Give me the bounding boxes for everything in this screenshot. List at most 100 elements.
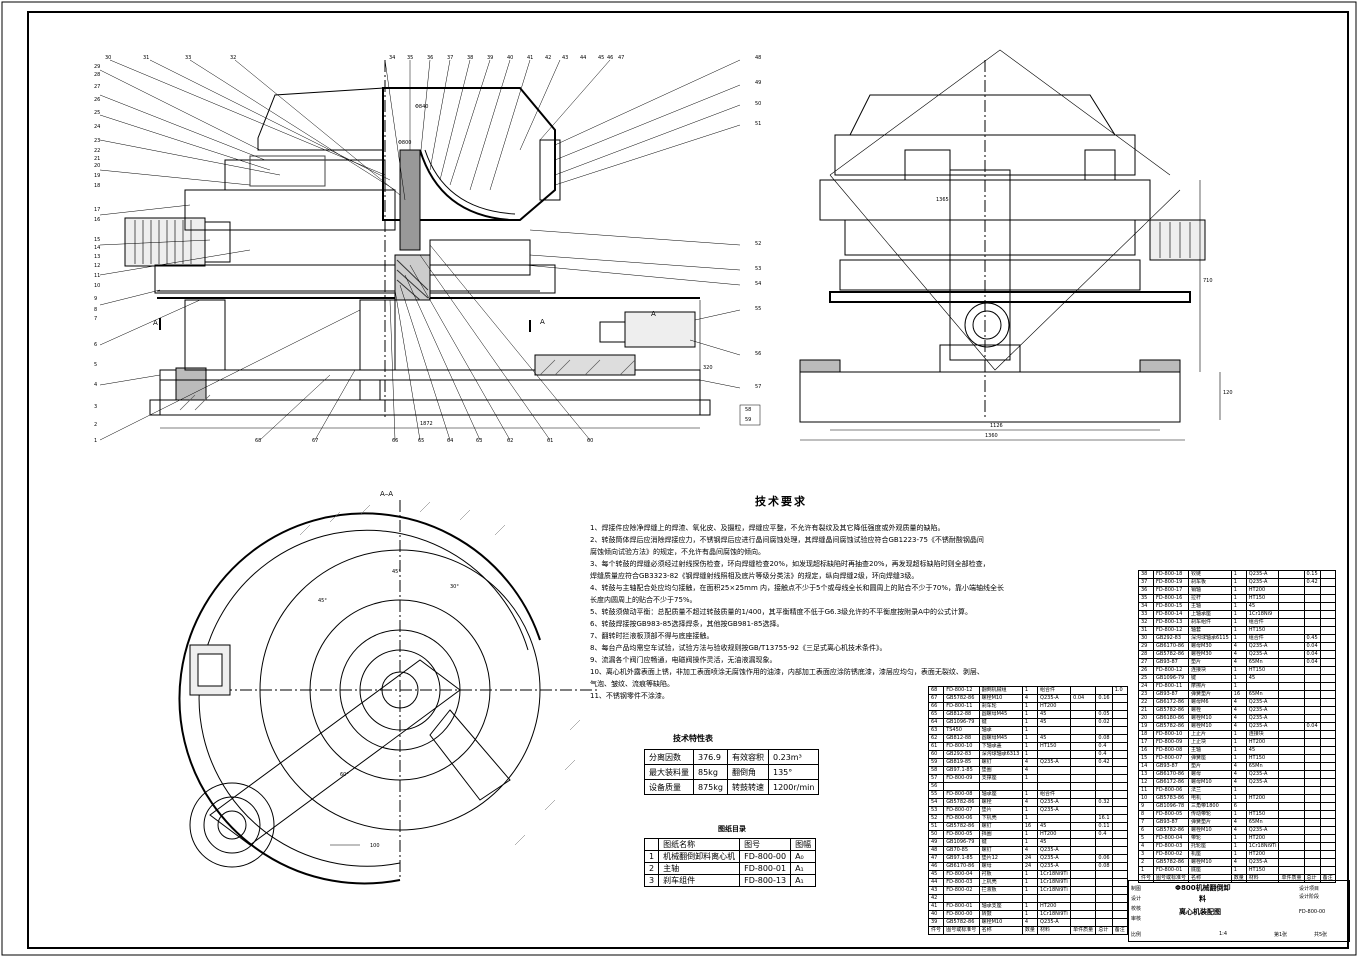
table-cell	[1095, 774, 1113, 783]
table-cell	[1303, 682, 1321, 691]
table-cell: 1	[1230, 682, 1247, 691]
table-cell: 1	[1021, 870, 1039, 879]
table-cell: 55	[927, 790, 945, 799]
table-cell: FD-800-07	[943, 806, 980, 815]
table-cell: 4	[1230, 762, 1247, 771]
requirement-line: 1、焊接件应除净焊缝上的焊渣、氧化皮、及摄粒，焊缝应平整，不允许有裂纹及其它降低…	[590, 524, 945, 532]
table-cell	[1095, 902, 1113, 911]
table-cell: 16	[1137, 746, 1155, 755]
table-cell: FD-800-03	[1153, 842, 1190, 851]
table-cell: 4	[1230, 818, 1247, 827]
table-cell	[1111, 702, 1129, 711]
table-cell: 主轴	[1188, 602, 1232, 611]
table-cell: 30	[1137, 634, 1155, 643]
angle-label: 30°	[450, 584, 459, 590]
leader-number: 29	[94, 64, 101, 70]
table-cell	[1095, 838, 1113, 847]
table-cell: 1	[1021, 710, 1039, 719]
leader-number: 66	[392, 438, 399, 444]
table-cell	[1037, 814, 1072, 823]
table-cell	[1278, 858, 1305, 867]
leader-number: 30	[105, 55, 112, 61]
table-cell	[1111, 838, 1129, 847]
table-cell	[1278, 610, 1305, 619]
table-cell	[1278, 602, 1305, 611]
table-cell: HT150	[1245, 810, 1280, 819]
table-cell: 垫片	[1188, 762, 1232, 771]
table-cell: 连接块	[1245, 730, 1280, 739]
title-role: 设计	[1131, 896, 1142, 902]
table-cell	[1278, 690, 1305, 699]
leader-number: 44	[580, 55, 587, 61]
leader-number: 3	[94, 404, 98, 410]
leader-number: 60	[587, 438, 594, 444]
table-cell: GB5782-86	[943, 694, 980, 703]
table-cell	[1303, 594, 1321, 603]
table-cell: FD-800-01	[943, 902, 980, 911]
table-cell	[1111, 918, 1129, 927]
table-cell: 1	[1230, 674, 1247, 683]
table-cell: 1	[1230, 634, 1247, 643]
table-cell: Q235-A	[1245, 714, 1280, 723]
table-cell	[1319, 690, 1336, 699]
table-cell: FD-800-08	[1153, 746, 1190, 755]
title-sheet: 第1张	[1274, 932, 1288, 938]
table-cell: GB93-87	[1153, 762, 1190, 771]
table-cell	[643, 838, 660, 851]
leader-number: 11	[94, 273, 101, 279]
table-cell: 59	[927, 758, 945, 767]
table-cell: 3	[1137, 850, 1155, 859]
table-cell	[1037, 766, 1072, 775]
leader-number: 2	[94, 422, 98, 428]
table-cell: 33	[1137, 610, 1155, 619]
table-cell: 4	[1021, 766, 1039, 775]
leader-number: 45	[598, 55, 605, 61]
table-cell: 1	[1021, 750, 1039, 759]
table-cell	[1319, 666, 1336, 675]
table-cell: 29	[1137, 642, 1155, 651]
leader-number: 24	[94, 124, 101, 130]
table-cell	[1070, 902, 1097, 911]
table-cell	[1278, 650, 1305, 659]
table-cell: Q235-A	[1037, 846, 1072, 855]
leader-number: 62	[507, 438, 514, 444]
table-cell: 托轮座	[1188, 842, 1232, 851]
table-cell	[1319, 778, 1336, 787]
table-cell: 16	[1230, 690, 1247, 699]
table-cell: 1	[1021, 886, 1039, 895]
table-cell: FD-800-18	[1153, 570, 1190, 579]
table-cell	[1095, 726, 1113, 735]
table-cell: GB93-87	[1153, 690, 1190, 699]
table-cell	[1303, 618, 1321, 627]
table-cell: 57	[927, 774, 945, 783]
table-cell: 0.11	[1095, 822, 1113, 831]
leader-number: 25	[94, 110, 101, 116]
table-cell	[1037, 750, 1072, 759]
leader-number: 42	[545, 55, 552, 61]
table-cell	[1319, 578, 1336, 587]
leader-number: 40	[507, 55, 514, 61]
table-cell: 24	[1137, 682, 1155, 691]
table-cell: 875kg	[693, 779, 728, 795]
table-cell: GB93-87	[1153, 658, 1190, 667]
table-cell	[1303, 706, 1321, 715]
table-cell: 17	[1137, 738, 1155, 747]
table-cell	[1070, 878, 1097, 887]
table-cell	[1111, 742, 1129, 751]
table-cell: FD-800-04	[1153, 834, 1190, 843]
table-cell	[1095, 910, 1113, 919]
leader-number: 57	[755, 384, 762, 390]
table-cell: 50	[927, 830, 945, 839]
table-cell: 螺栓M30	[1188, 650, 1232, 659]
table-cell	[1319, 762, 1336, 771]
